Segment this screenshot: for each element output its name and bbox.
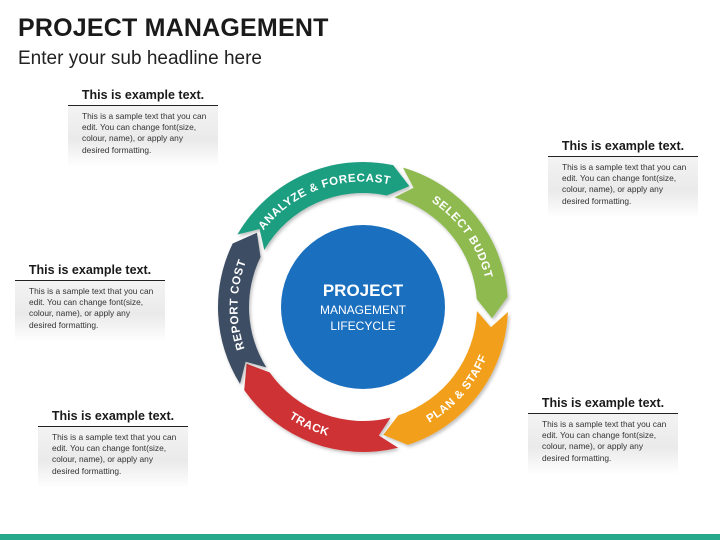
segment-report-cost (217, 232, 267, 384)
callout-body: This is a sample text that you can edit.… (15, 281, 165, 342)
center-line-management: MANAGEMENT (320, 303, 407, 317)
callout-plan-staff: This is example text. This is a sample t… (528, 396, 678, 475)
callout-title: This is example text. (38, 409, 188, 427)
bottom-accent-bar (0, 534, 720, 540)
segment-track (244, 363, 399, 452)
callout-report-cost: This is example text. This is a sample t… (15, 263, 165, 342)
page-subtitle: Enter your sub headline here (18, 48, 262, 69)
center-title: PROJECT (323, 281, 404, 300)
segment-plan-staff (383, 310, 508, 445)
callout-title: This is example text. (15, 263, 165, 281)
callout-body: This is a sample text that you can edit.… (38, 427, 188, 488)
callout-body: This is a sample text that you can edit.… (68, 106, 218, 167)
callout-body: This is a sample text that you can edit.… (528, 414, 678, 475)
center-line-lifecycle: LIFECYCLE (330, 319, 395, 333)
callout-title: This is example text. (528, 396, 678, 414)
callout-select-budgt: This is example text. This is a sample t… (548, 139, 698, 218)
callout-title: This is example text. (548, 139, 698, 157)
callout-body: This is a sample text that you can edit.… (548, 157, 698, 218)
callout-track: This is example text. This is a sample t… (38, 409, 188, 488)
callout-analyze-forecast: This is example text. This is a sample t… (68, 88, 218, 167)
segment-select-budgt (394, 167, 508, 319)
callout-title: This is example text. (68, 88, 218, 106)
segment-analyze-forecast (237, 162, 410, 250)
page-title: PROJECT MANAGEMENT (18, 14, 329, 42)
center-circle (281, 225, 445, 389)
